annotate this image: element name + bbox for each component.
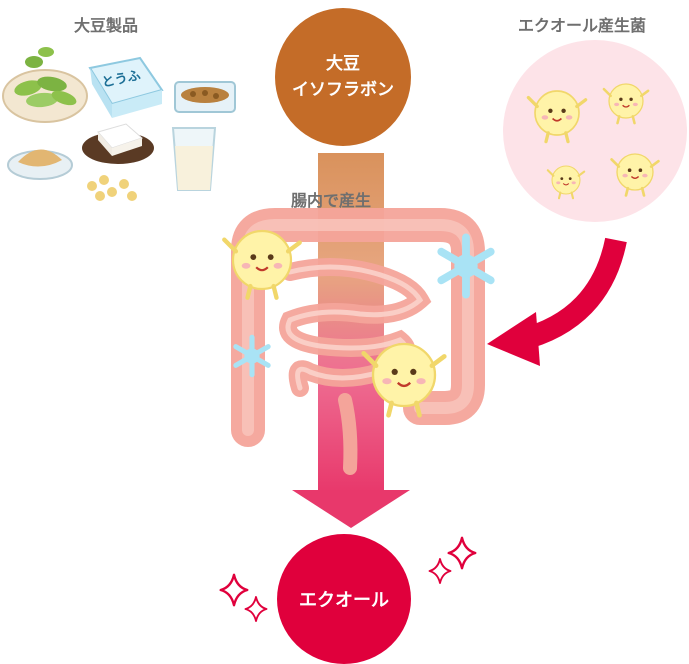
tofu-pack-icon: とうふ [88, 56, 164, 118]
isoflavone-line1: 大豆 [326, 54, 360, 74]
equol-label: エクオール [299, 590, 389, 611]
soybeans-icon [87, 175, 137, 201]
bacteria-circle [503, 40, 687, 222]
equol-bubble: エクオール [277, 534, 411, 664]
produced-in-gut-label: 腸内で産生 [291, 191, 372, 210]
equol-bacteria-label: エクオール産生菌 [518, 16, 647, 35]
kinako-dish-icon [7, 149, 73, 180]
edamame-bowl-icon [2, 47, 88, 123]
bacteria-character-icon [526, 82, 660, 200]
soy-milk-glass-icon [171, 127, 217, 191]
isoflavone-bubble: 大豆 イソフラボン [275, 8, 411, 146]
curved-arrow-icon [487, 237, 627, 366]
isoflavone-line2: イソフラボン [292, 80, 394, 100]
natto-tray-icon [174, 81, 236, 113]
tofu-plate-icon [82, 123, 154, 164]
soy-products-label: 大豆製品 [74, 16, 139, 35]
